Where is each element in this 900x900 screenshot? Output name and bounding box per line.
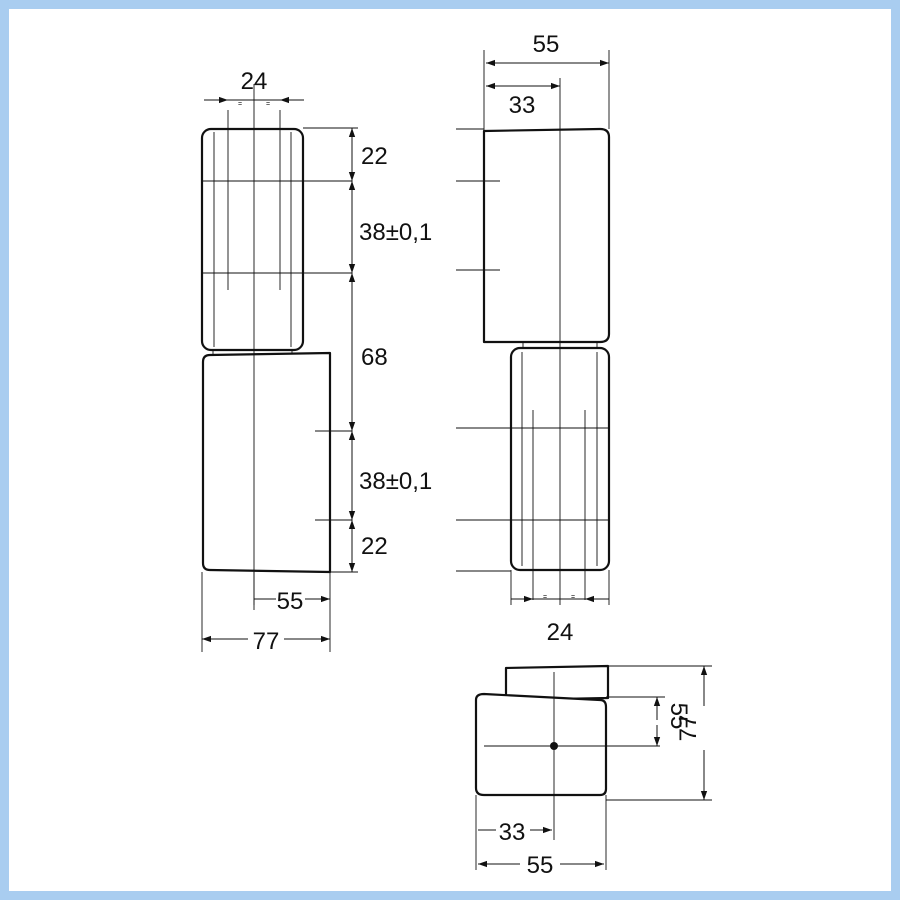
hinge-pin: [550, 742, 558, 750]
dim-front-top-seg-2: 38±0,1: [359, 219, 432, 246]
dim-front-top-seg-1: 22: [361, 143, 388, 170]
dim-front-top-width: 24: [241, 68, 268, 95]
dim-top-total-width: 55: [527, 852, 554, 879]
dim-side-total-width: 55: [533, 31, 560, 58]
front-view: 24 = = 22 38±0,1 68 38±0,1 22 55 77: [200, 68, 432, 655]
front-upper-knuckle: [200, 127, 305, 352]
top-back-leaf: [504, 664, 610, 702]
dim-side-pin-offset: 33: [509, 92, 536, 119]
side-view: 55 33 = = 24: [456, 31, 611, 646]
dim-front-bottom-seg-1: 38±0,1: [359, 468, 432, 495]
svg-text:=: =: [571, 594, 575, 601]
dim-front-bottom-leaf: 55: [277, 588, 304, 615]
svg-text:=: =: [266, 101, 270, 108]
front-lower-leaf: [201, 351, 332, 574]
dim-top-leaf-height: 55: [665, 703, 692, 730]
svg-text:=: =: [238, 101, 242, 108]
dim-front-bottom-seg-2: 22: [361, 533, 388, 560]
dim-top-total-height: 77: [675, 715, 702, 742]
dim-top-pin-offset: 33: [499, 819, 526, 846]
top-front-block: [474, 692, 608, 797]
side-upper-leaf: [482, 127, 611, 344]
svg-text:=: =: [543, 594, 547, 601]
dim-front-total-width: 77: [253, 628, 280, 655]
dim-side-bottom-width: 24: [547, 619, 574, 646]
dim-front-overall: 68: [361, 344, 388, 371]
top-view: 55 77 33 55: [474, 664, 712, 879]
